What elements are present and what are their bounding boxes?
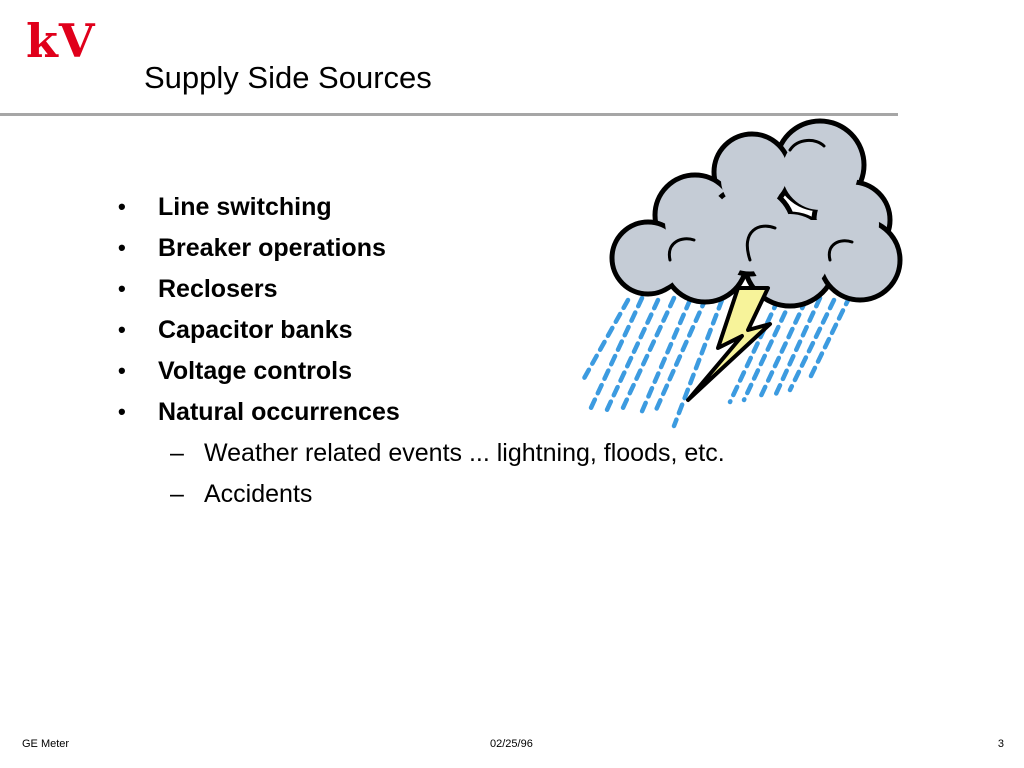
list-item: • Voltage controls xyxy=(118,350,400,391)
footer-company: GE Meter xyxy=(22,738,70,750)
list-item: • Natural occurrences xyxy=(118,391,400,432)
list-item: • Capacitor banks xyxy=(118,309,400,350)
sub-bullet-text: Accidents xyxy=(204,479,313,508)
storm-cloud-icon xyxy=(579,118,903,429)
list-item: –Weather related events ... lightning, f… xyxy=(170,432,725,473)
bullet-text: Voltage controls xyxy=(158,356,353,385)
bullet-dot: • xyxy=(118,398,126,424)
list-item: • Line switching xyxy=(118,186,400,227)
lightning-bolt-icon xyxy=(686,286,772,402)
bullet-list: • Line switching • Breaker operations • Rec… xyxy=(118,186,400,432)
slide-title: Supply Side Sources xyxy=(144,60,432,95)
bullet-dot: • xyxy=(118,193,126,219)
footer-date: 02/25/96 xyxy=(490,738,533,750)
sub-bullet-list: –Weather related events ... lightning, f… xyxy=(170,432,725,514)
list-item: –Accidents xyxy=(170,473,725,514)
sub-bullet-dash: – xyxy=(170,438,184,467)
bullet-dot: • xyxy=(118,316,126,342)
sub-bullet-text: Weather related events ... lightning, fl… xyxy=(204,438,725,467)
bullet-text: Breaker operations xyxy=(158,233,386,262)
list-item: • Breaker operations xyxy=(118,227,400,268)
bullet-text: Line switching xyxy=(158,192,332,221)
rain-icon xyxy=(579,293,853,429)
list-item: • Reclosers xyxy=(118,268,400,309)
kv-logo: kV xyxy=(26,14,96,68)
bullet-text: Reclosers xyxy=(158,274,278,303)
bullet-dot: • xyxy=(118,275,126,301)
bullet-dot: • xyxy=(118,234,126,260)
title-divider xyxy=(0,113,898,116)
sub-bullet-dash: – xyxy=(170,479,184,508)
bullet-text: Capacitor banks xyxy=(158,315,353,344)
footer-page-number: 3 xyxy=(997,738,1004,750)
bullet-dot: • xyxy=(118,357,126,383)
bullet-text: Natural occurrences xyxy=(158,397,400,426)
